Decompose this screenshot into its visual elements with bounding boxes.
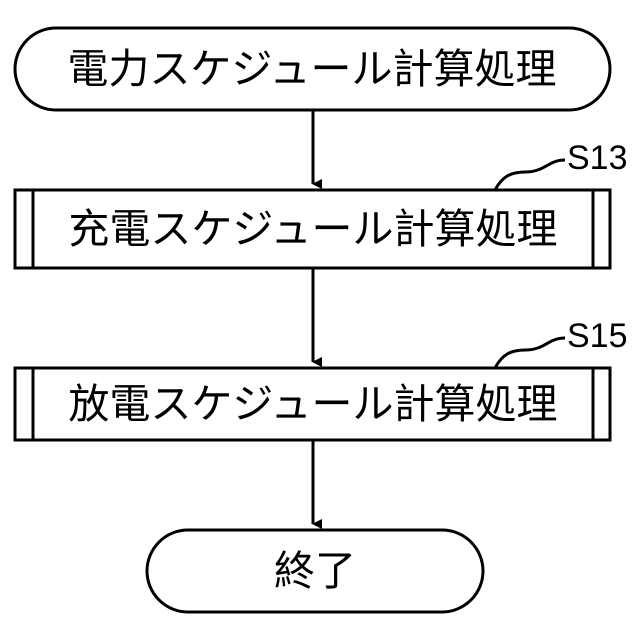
process-s15: 放電スケジュール計算処理 S15 — [15, 317, 628, 440]
process-s13-label: 充電スケジュール計算処理 — [68, 205, 557, 253]
step-s13-id: S13 — [567, 139, 628, 177]
start-terminal: 電力スケジュール計算処理 — [15, 28, 610, 110]
step-s13-leader-line — [495, 160, 565, 190]
end-terminal-label: 終了 — [274, 547, 356, 595]
step-s15-id: S15 — [567, 317, 628, 355]
start-terminal-label: 電力スケジュール計算処理 — [67, 45, 556, 93]
end-terminal: 終了 — [147, 530, 483, 612]
process-s13: 充電スケジュール計算処理 S13 — [15, 139, 628, 268]
process-s15-label: 放電スケジュール計算処理 — [68, 380, 557, 428]
step-s15-leader-line — [495, 338, 565, 368]
